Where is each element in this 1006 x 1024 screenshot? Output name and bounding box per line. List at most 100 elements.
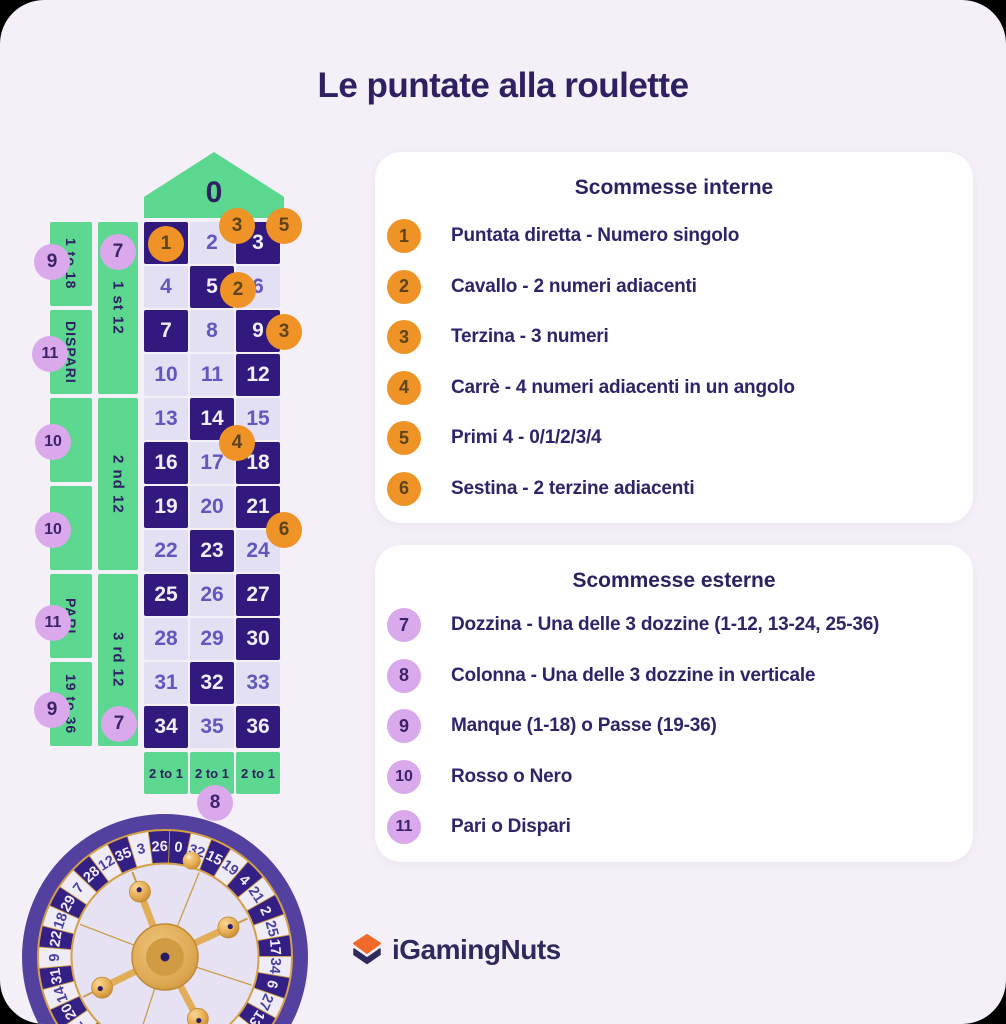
legend-text: Puntata diretta - Numero singolo	[451, 225, 740, 247]
legend-badge: 7	[387, 608, 421, 643]
table-cell-18: 18	[236, 442, 280, 484]
wheel-number-31: 31	[47, 967, 66, 986]
bet-marker-4: 4	[219, 425, 255, 461]
legend-badge: 5	[387, 421, 421, 456]
legend-text: Pari o Dispari	[451, 816, 571, 838]
table-cell-19: 19	[144, 486, 188, 528]
legend-text: Cavallo - 2 numeri adiacenti	[451, 275, 697, 297]
legend-badge: 3	[387, 320, 421, 355]
table-cell-35: 35	[190, 706, 234, 748]
legend-text: Primi 4 - 0/1/2/3/4	[451, 427, 602, 449]
table-cell-33: 33	[236, 662, 280, 704]
bet-marker-9: 9	[34, 692, 70, 728]
column-bet-cell: 2 to 1	[236, 752, 280, 794]
bet-marker-3: 3	[219, 208, 255, 244]
legend-item: 6 Sestina - 2 terzine adiacenti	[375, 464, 973, 515]
legend-text: Dozzina - Una delle 3 dozzine (1-12, 13-…	[451, 614, 880, 636]
bet-marker-7: 7	[100, 234, 136, 270]
legend-text: Rosso o Nero	[451, 765, 573, 787]
wheel-number-25: 25	[262, 919, 282, 939]
dozen-label: 1 st 12	[109, 281, 127, 335]
outside-bets-list: 7 Dozzina - Una delle 3 dozzine (1-12, 13…	[375, 600, 973, 853]
table-cell-29: 29	[190, 618, 234, 660]
wheel-number-15: 15	[203, 848, 225, 870]
column-bet-cell: 2 to 1	[190, 752, 234, 794]
inside-bets-list: 1 Puntata diretta - Numero singolo 2 Cavall…	[375, 211, 973, 514]
wheel-thin-spoke	[79, 923, 143, 950]
table-cell-11: 11	[190, 354, 234, 396]
table-cell-7: 7	[144, 310, 188, 352]
bet-marker-10: 10	[35, 512, 71, 548]
legend-badge: 1	[387, 219, 421, 254]
wheel-knob-dot	[136, 887, 142, 893]
wheel-knob-dot	[227, 923, 233, 930]
legend-badge: 6	[387, 471, 421, 506]
table-cell-16: 16	[144, 442, 188, 484]
wheel-number-18: 18	[51, 911, 71, 931]
table-cell-17: 17	[190, 442, 234, 484]
bet-marker-6: 6	[266, 512, 302, 548]
inside-bets-title: Scommesse interne	[574, 176, 774, 199]
wheel-thin-spoke	[142, 979, 159, 1024]
wheel-number-17: 17	[266, 938, 283, 956]
wheel-number-27: 27	[255, 991, 276, 1012]
zero-label: 0	[205, 176, 223, 209]
outside-bets-title: Scommesse esterne	[572, 569, 776, 592]
bet-marker-11: 11	[32, 336, 68, 372]
table-cell-25: 25	[144, 574, 188, 616]
bet-marker-3: 3	[266, 314, 302, 350]
bet-marker-5: 5	[266, 208, 302, 244]
dozen-label: 2 nd 12	[109, 454, 127, 514]
legend-item: 7 Dozzina - Una delle 3 dozzine (1-12, 13…	[375, 600, 973, 651]
bet-marker-2: 2	[220, 272, 256, 308]
table-cell-14: 14	[190, 398, 234, 440]
legend-text: Manque (1-18) o Passe (19-36)	[451, 715, 717, 737]
wheel-hub-dot	[160, 952, 170, 962]
wheel-number-22: 22	[47, 930, 65, 949]
table-cell-30: 30	[236, 618, 280, 660]
wheel-number-0: 0	[173, 839, 183, 856]
wheel-number-6: 6	[263, 978, 280, 990]
legend-badge: 10	[387, 759, 421, 794]
wheel-number-36: 36	[233, 1021, 256, 1024]
legend-text: Sestina - 2 terzine adiacenti	[451, 477, 695, 499]
table-cell-34: 34	[144, 706, 188, 748]
legend-badge: 8	[387, 658, 421, 693]
inside-bets-card: Scommesse interne 1 Puntata diretta - Num…	[375, 152, 973, 523]
table-cell-4: 4	[144, 266, 188, 308]
brand-logo-text: iGamingNuts	[392, 934, 561, 965]
wheel-ball-highlight	[186, 855, 191, 860]
brand-logo: iGamingNuts	[352, 934, 561, 966]
table-cell-10: 10	[144, 354, 188, 396]
table-cell-21: 21	[236, 486, 280, 528]
legend-item: 2 Cavallo - 2 numeri adiacenti	[375, 262, 973, 313]
legend-badge: 2	[387, 269, 421, 304]
bet-marker-9: 9	[34, 244, 70, 280]
table-cell-36: 36	[236, 706, 280, 748]
wheel-number-21: 21	[245, 884, 267, 906]
legend-item: 10 Rosso o Nero	[375, 752, 973, 803]
table-cell-31: 31	[144, 662, 188, 704]
table-cell-26: 26	[190, 574, 234, 616]
wheel-thin-spoke	[173, 872, 200, 935]
wheel-number-3: 3	[136, 841, 147, 858]
bet-marker-1: 1	[148, 226, 184, 262]
wheel-thin-spoke	[187, 963, 252, 986]
wheel-inner-gold-ring	[70, 862, 260, 1024]
page-title: Le puntate alla roulette	[317, 66, 689, 105]
wheel-number-26: 26	[151, 839, 168, 856]
wheel-number-28: 28	[81, 863, 104, 886]
table-cell-22: 22	[144, 530, 188, 572]
table-cell-13: 13	[144, 398, 188, 440]
column-bet-cell: 2 to 1	[144, 752, 188, 794]
table-cell-12: 12	[236, 354, 280, 396]
table-cell-20: 20	[190, 486, 234, 528]
legend-badge: 4	[387, 370, 421, 405]
wheel-knob-dot	[196, 1017, 202, 1024]
outside-bets-card: Scommesse esterne 7 Dozzina - Una delle 3…	[375, 545, 973, 862]
